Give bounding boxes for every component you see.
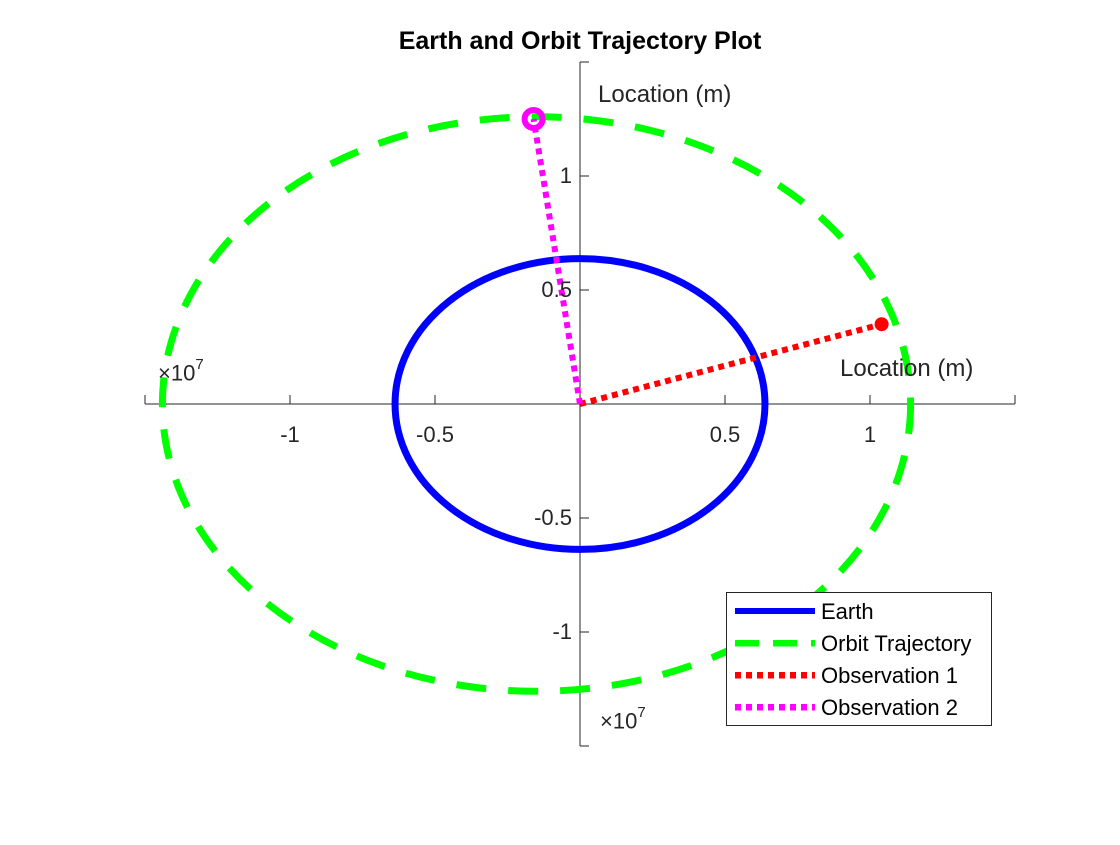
y-tick-label: 0.5 — [541, 277, 572, 302]
observation-2-line — [530, 118, 583, 405]
y-tick-label: -0.5 — [534, 505, 572, 530]
y-exponent-power: 7 — [637, 704, 646, 721]
y-tick-label: -1 — [552, 619, 572, 644]
earth-circle — [391, 255, 769, 553]
legend-item-observation-2: Observation 2 — [727, 693, 991, 723]
x-tick-label: -0.5 — [416, 422, 454, 447]
x-exponent-base: ×10 — [158, 360, 196, 386]
chart-title: Earth and Orbit Trajectory Plot — [398, 27, 762, 55]
orbit-trajectory-ellipse — [158, 113, 915, 695]
x-tick-label: 0.5 — [709, 422, 741, 447]
y-tick-label: 1 — [559, 163, 572, 188]
legend-label-earth: Earth — [821, 599, 874, 624]
legend: Earth Orbit Trajectory Observation 1 Obs… — [726, 592, 992, 726]
x-tick-label: 1 — [863, 422, 877, 447]
y-exponent-base: ×10 — [600, 708, 638, 734]
observation-2-marker — [521, 107, 546, 131]
y-axis-label: Location (m) — [598, 81, 732, 108]
x-axis-exponent: ×107 — [158, 356, 204, 386]
x-exponent-power: 7 — [195, 356, 204, 373]
legend-label-orbit: Orbit Trajectory — [821, 631, 972, 656]
observation-1-line — [579, 321, 883, 407]
legend-label-observation-2: Observation 2 — [821, 695, 958, 720]
x-tick-label: -1 — [280, 422, 300, 447]
observation-1-marker — [874, 317, 889, 332]
x-axis-label: Location (m) — [840, 355, 974, 382]
legend-swatch-earth — [735, 608, 815, 614]
legend-label-observation-1: Observation 1 — [821, 663, 958, 688]
legend-item-observation-1: Observation 1 — [727, 661, 991, 691]
y-axis-exponent: ×107 — [600, 704, 646, 734]
legend-item-orbit: Orbit Trajectory — [727, 629, 991, 659]
legend-item-earth: Earth — [727, 597, 991, 627]
